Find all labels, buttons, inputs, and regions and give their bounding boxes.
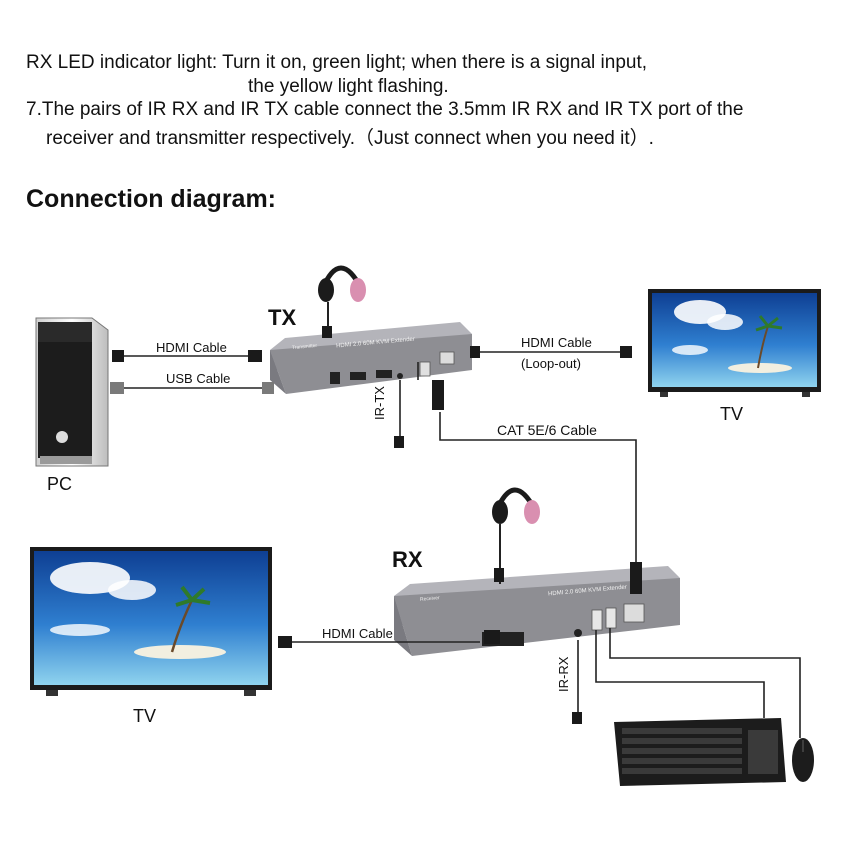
intro-line-1: RX LED indicator light: Turn it on, gree… xyxy=(26,52,648,73)
keyboard-icon xyxy=(614,718,786,786)
intro-line-4: receiver and transmitter respectively.（J… xyxy=(46,128,654,149)
loop-out-note: (Loop-out) xyxy=(521,356,581,371)
tv-bottom-label: TV xyxy=(133,706,157,726)
tv-bottom-icon xyxy=(30,547,272,696)
section-heading: Connection diagram: xyxy=(26,185,277,213)
tx-label: TX xyxy=(268,305,297,330)
rx-label: RX xyxy=(392,547,423,572)
pc-hdmi-cable-label: HDMI Cable xyxy=(156,340,227,355)
pc-label: PC xyxy=(47,474,73,494)
loop-hdmi-cable-label: HDMI Cable xyxy=(521,335,592,350)
pc-tower-icon xyxy=(35,317,109,467)
tv-top-icon xyxy=(648,289,821,397)
cat-cable-label: CAT 5E/6 Cable xyxy=(497,422,597,438)
ir-tx-label: IR-TX xyxy=(372,386,387,420)
connector-plugs xyxy=(110,326,642,724)
intro-line-2: the yellow light flashing. xyxy=(248,76,449,97)
headphone-rx-icon xyxy=(492,487,540,584)
cable-lines xyxy=(124,351,801,738)
tx-device-icon xyxy=(270,322,472,394)
pc-usb-cable-label: USB Cable xyxy=(166,371,231,386)
headphone-tx-icon xyxy=(318,265,366,338)
intro-line-3: 7.The pairs of IR RX and IR TX cable con… xyxy=(26,99,744,120)
ir-rx-label: IR-RX xyxy=(556,656,571,692)
rx-hdmi-cable-label: HDMI Cable xyxy=(322,626,393,641)
mouse-icon xyxy=(792,738,814,782)
tv-top-label: TV xyxy=(720,404,744,424)
